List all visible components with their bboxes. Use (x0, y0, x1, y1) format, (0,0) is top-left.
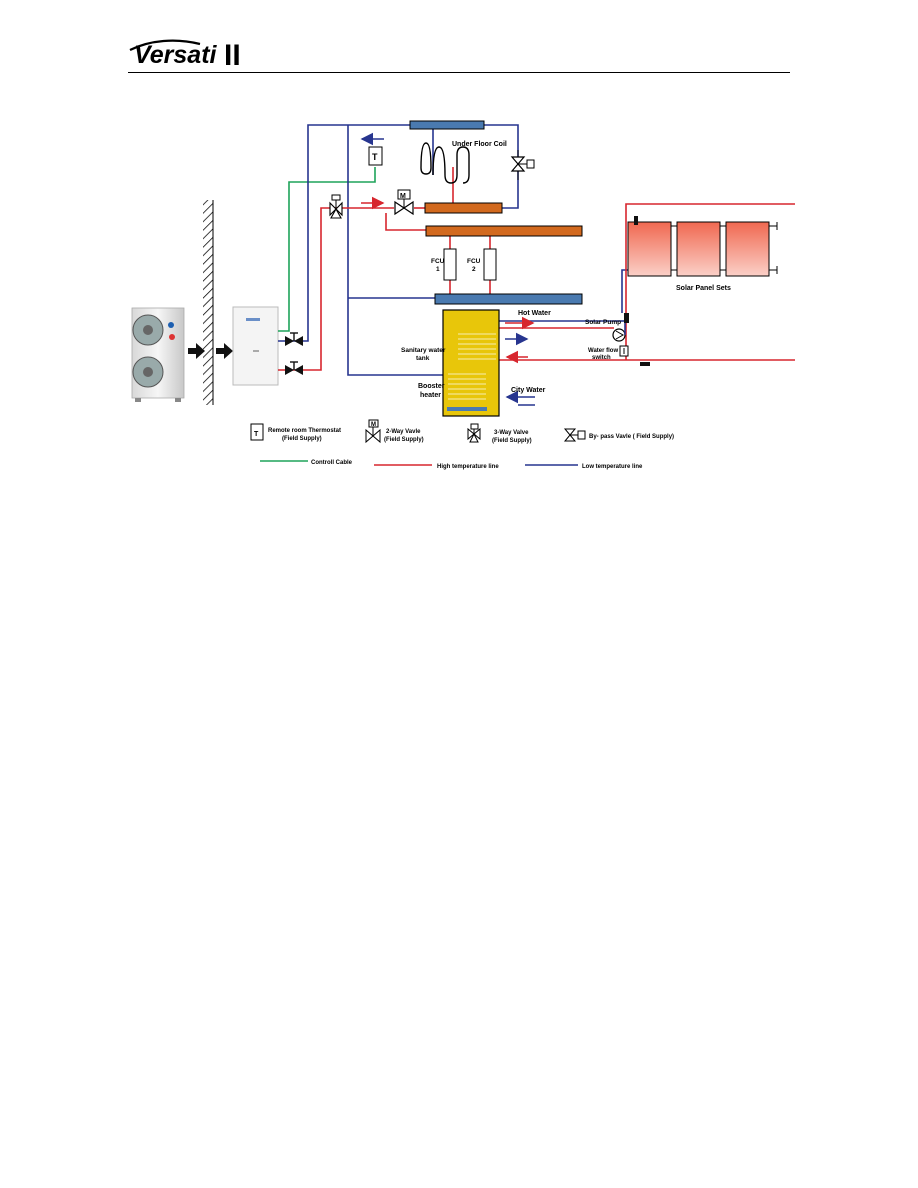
versati-logo-graphic: Versati II (129, 39, 241, 72)
booster-heater (447, 407, 487, 411)
solar-pump: Solar Pump (585, 313, 629, 342)
logo-suffix: II (224, 39, 241, 70)
legend-bypass-valve-icon (563, 428, 586, 442)
hot-water-label: Hot Water (518, 310, 551, 317)
arrow-right-icon (216, 343, 233, 359)
solar-panel-sets-label: Solar Panel Sets (676, 285, 731, 292)
versati-logo: Versati II (128, 34, 268, 72)
sanitary-tank-label-2: tank (416, 355, 430, 362)
three-way-valve (329, 194, 343, 219)
city-water-label: City Water (511, 387, 546, 394)
legend-thermostat-label-2: (Field Supply) (282, 436, 322, 442)
solar-panel (725, 221, 770, 277)
logo-text: Versati (134, 41, 218, 69)
fcu-2-label: FCU (467, 258, 481, 265)
legend-three-way-label: 3-Way Valve (494, 430, 529, 436)
legend-motor-symbol: M (371, 422, 376, 428)
legend-two-way-label: 2-Way Vavle (386, 429, 421, 435)
fcu-2-number: 2 (472, 266, 476, 273)
two-way-valve: M (394, 189, 414, 216)
legend-control-cable-label: Controll Cable (311, 460, 353, 466)
legend-low-temp-label: Low temperature line (582, 464, 643, 470)
sanitary-water-tank: Sanitary water tank Booster heater (401, 309, 500, 417)
under-floor-coil (432, 146, 470, 184)
control-cable (278, 167, 376, 332)
solar-panel-sets: Solar Panel Sets (627, 216, 778, 292)
arrow-right-icon (188, 343, 205, 359)
solar-pump-label: Solar Pump (585, 319, 621, 326)
thermostat-symbol: T (372, 152, 378, 162)
water-flow-switch-label-2: switch (592, 355, 611, 361)
legend-thermostat-symbol: T (254, 431, 259, 438)
legend-bypass-label: By- pass Vavle ( Field Supply) (589, 434, 674, 440)
legend-two-way-label-2: (Field Supply) (384, 437, 424, 443)
floor-coil-supply-manifold (424, 202, 503, 214)
legend-three-way-valve-icon (467, 423, 481, 443)
fcu-1: FCU 1 (431, 248, 457, 281)
legend-two-way-valve-icon: M (365, 419, 381, 444)
under-floor-coil (420, 142, 432, 175)
legend: T Remote room Thermostat (Field Supply) … (250, 419, 674, 470)
booster-heater-label: Booster (418, 383, 445, 390)
motor-symbol: M (400, 193, 406, 200)
legend-three-way-label-2: (Field Supply) (492, 438, 532, 444)
shutoff-valve (285, 332, 303, 346)
header-rule (128, 72, 790, 73)
fcu-return-manifold (434, 293, 583, 305)
water-flow-switch-label: Water flow (588, 348, 618, 354)
heat-exchanger-coil (448, 333, 496, 400)
legend-thermostat-icon (250, 423, 264, 441)
solar-panel (676, 221, 721, 277)
brand-badge-icon (169, 334, 175, 340)
fcu-supply-manifold (425, 225, 583, 237)
thermostat: T (368, 146, 383, 166)
legend-thermostat-label: Remote room Thermostat (268, 428, 341, 434)
solar-panel (627, 221, 672, 277)
legend-high-temp-label: High temperature line (437, 464, 499, 470)
sanitary-tank-label: Sanitary water (401, 347, 446, 354)
fcu-1-number: 1 (436, 266, 440, 273)
indoor-hydro-box (232, 306, 279, 386)
fcu-1-label: FCU (431, 258, 445, 265)
water-flow-switch: Water flow switch (588, 345, 650, 366)
outdoor-unit (131, 307, 185, 402)
floor-coil-return-manifold (409, 120, 485, 130)
bypass-valve (510, 150, 535, 180)
shutoff-valve (285, 361, 303, 375)
wall (203, 200, 214, 405)
booster-heater-label-2: heater (420, 392, 441, 399)
under-floor-coil-label: Under Floor Coil (452, 141, 507, 148)
brand-badge-icon (168, 322, 174, 328)
fcu-2: FCU 2 (467, 248, 497, 281)
system-diagram: Under Floor Coil T M (131, 120, 795, 470)
